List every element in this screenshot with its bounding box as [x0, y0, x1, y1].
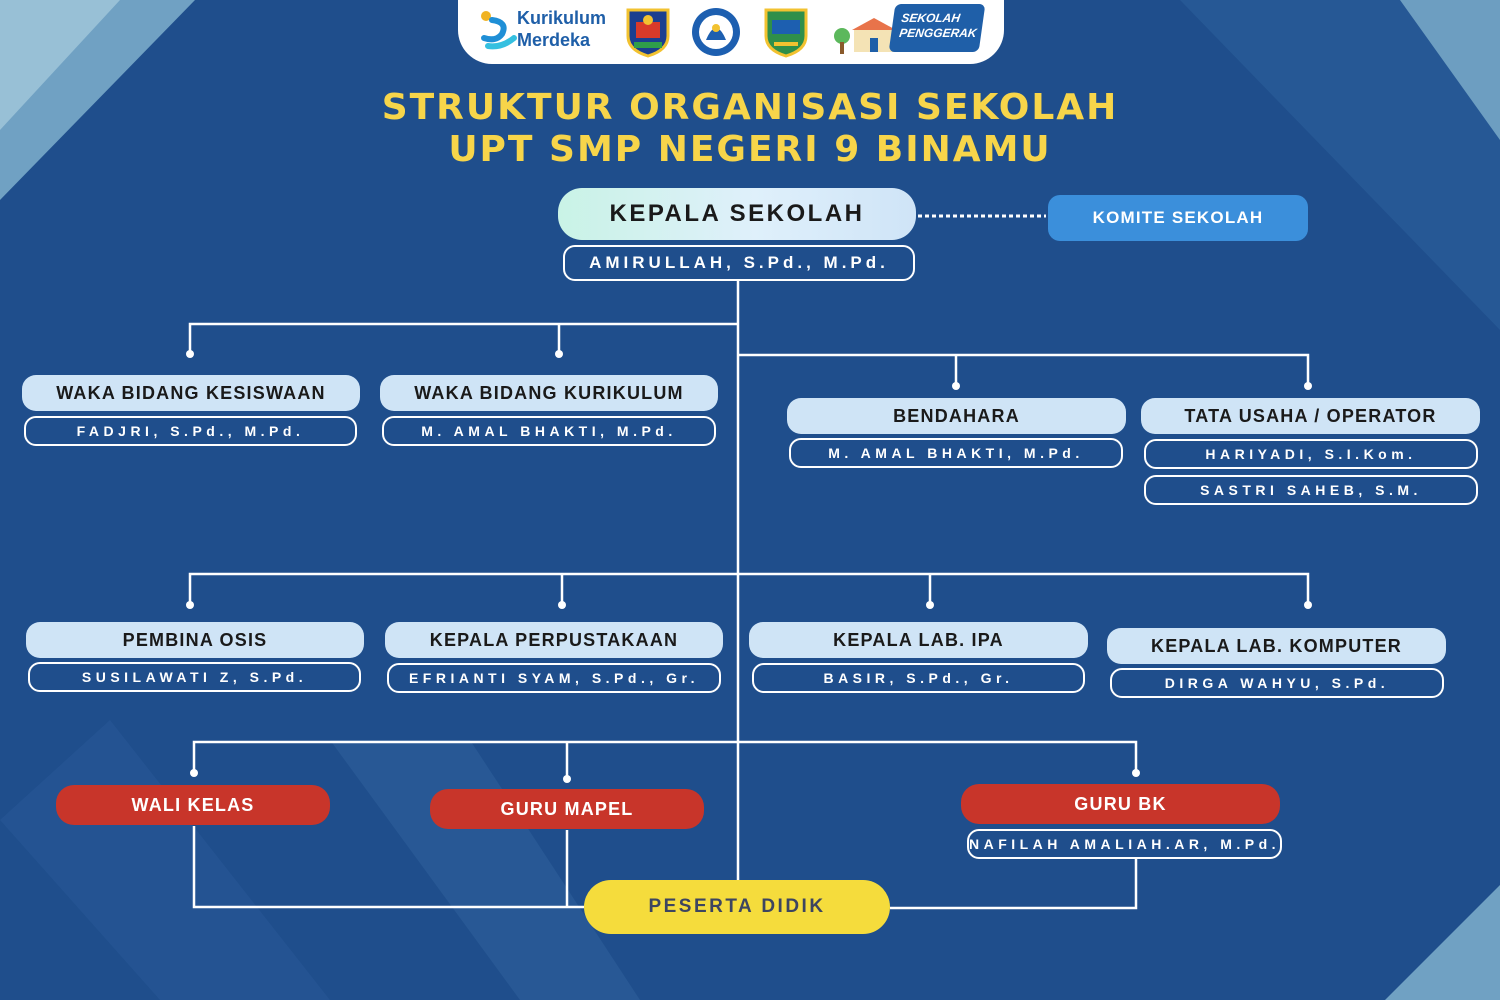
kepala-lab-komputer-name: DIRGA WAHYU, S.Pd. [1110, 668, 1444, 698]
sekolah-penggerak-badge: SEKOLAH PENGGERAK [888, 4, 986, 52]
peserta-didik-box: PESERTA DIDIK [584, 880, 890, 934]
kepala-lab-ipa-name: BASIR, S.Pd., Gr. [752, 663, 1085, 693]
guru-bk-box: GURU BK [961, 784, 1280, 824]
logo-text-line2: Merdeka [517, 30, 591, 50]
guru-mapel-box: GURU MAPEL [430, 789, 704, 829]
bendahara-name: M. AMAL BHAKTI, M.Pd. [789, 438, 1123, 468]
pembina-osis-box: PEMBINA OSIS [26, 622, 364, 658]
tata-usaha-name-2: SASTRI SAHEB, S.M. [1144, 475, 1478, 505]
wali-kelas-box: WALI KELAS [56, 785, 330, 825]
kepala-sekolah-name: AMIRULLAH, S.Pd., M.Pd. [563, 245, 915, 281]
waka-kesiswaan-box: WAKA BIDANG KESISWAAN [22, 375, 360, 411]
school-building-icon [834, 18, 896, 54]
waka-kurikulum-name: M. AMAL BHAKTI, M.Pd. [382, 416, 716, 446]
badge-text-line2: PENGGERAK [898, 26, 978, 40]
bendahara-box: BENDAHARA [787, 398, 1126, 434]
komite-sekolah-box: KOMITE SEKOLAH [1048, 195, 1308, 241]
tut-wuri-handayani-icon [692, 8, 740, 56]
logo-text-line1: Kurikulum [517, 8, 607, 28]
kepala-sekolah-box: KEPALA SEKOLAH [558, 188, 916, 240]
waka-kurikulum-box: WAKA BIDANG KURIKULUM [380, 375, 718, 411]
kepala-perpustakaan-name: EFRIANTI SYAM, S.Pd., Gr. [387, 663, 721, 693]
kepala-perpustakaan-box: KEPALA PERPUSTAKAAN [385, 622, 723, 658]
kurikulum-merdeka-logo-text: Kurikulum Merdeka [517, 7, 627, 51]
kurikulum-merdeka-logo-icon [481, 11, 517, 50]
tata-usaha-box: TATA USAHA / OPERATOR [1141, 398, 1480, 434]
guru-bk-name: NAFILAH AMALIAH.AR, M.Pd. [967, 829, 1282, 859]
page-title-line1: STRUKTUR ORGANISASI SEKOLAH [381, 87, 1119, 128]
province-emblem-icon [764, 8, 808, 58]
tata-usaha-name-1: HARIYADI, S.I.Kom. [1144, 439, 1478, 469]
kepala-lab-ipa-box: KEPALA LAB. IPA [749, 622, 1088, 658]
page-title-line2: UPT SMP NEGERI 9 BINAMU [448, 129, 1052, 170]
pembina-osis-name: SUSILAWATI Z, S.Pd. [28, 662, 361, 692]
badge-text-line1: SEKOLAH [900, 11, 962, 25]
waka-kesiswaan-name: FADJRI, S.Pd., M.Pd. [24, 416, 357, 446]
kepala-lab-komputer-box: KEPALA LAB. KOMPUTER [1107, 628, 1446, 664]
regency-emblem-icon [626, 8, 670, 58]
